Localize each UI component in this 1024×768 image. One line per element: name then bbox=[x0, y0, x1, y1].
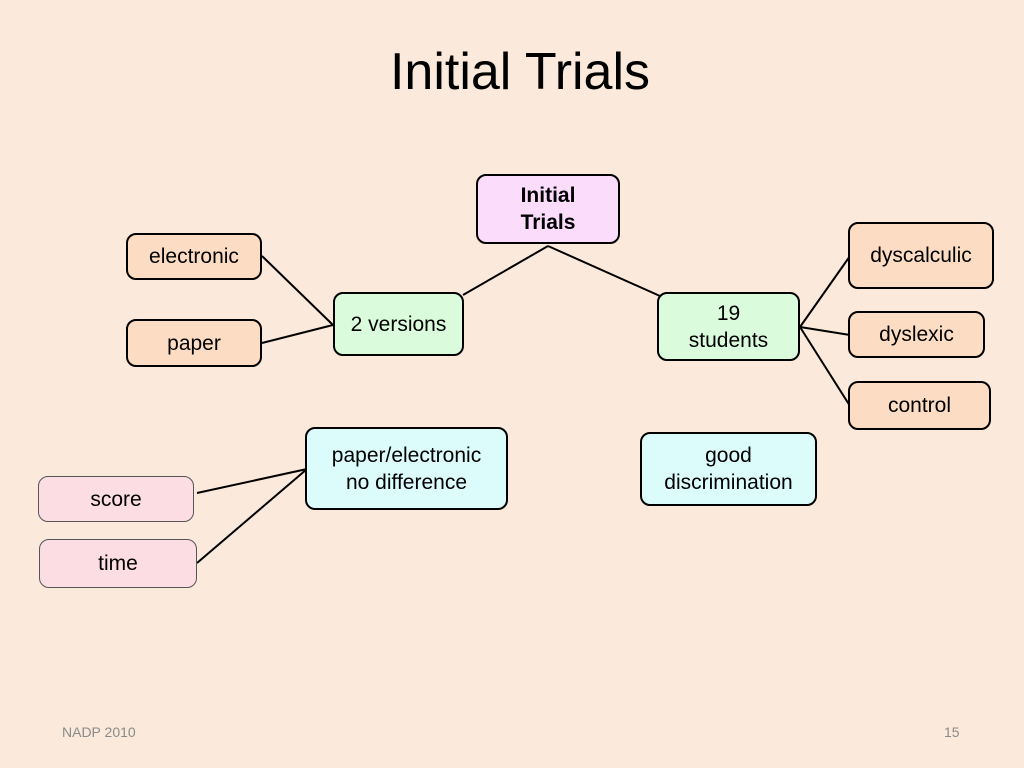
node-versions: 2 versions bbox=[333, 292, 464, 356]
slide-title: Initial Trials bbox=[389, 43, 651, 101]
page-number: 15 bbox=[944, 724, 960, 740]
connector-students-dyslexic bbox=[799, 326, 851, 336]
connector-finding-score bbox=[196, 468, 308, 494]
connector-versions-paper bbox=[261, 324, 334, 344]
node-score: score bbox=[38, 476, 194, 522]
node-students: 19 students bbox=[657, 292, 800, 361]
connector-versions-electronic bbox=[261, 255, 334, 326]
connector-students-dyscalculic bbox=[799, 255, 851, 328]
node-dyslexic: dyslexic bbox=[848, 311, 985, 358]
connector-finding-time bbox=[196, 468, 308, 564]
node-electronic: electronic bbox=[126, 233, 262, 280]
node-dyscalculic: dyscalculic bbox=[848, 222, 994, 289]
node-root: Initial Trials bbox=[476, 174, 620, 244]
node-control: control bbox=[848, 381, 991, 430]
node-paper: paper bbox=[126, 319, 262, 367]
connector-students-control bbox=[799, 326, 851, 407]
node-time: time bbox=[39, 539, 197, 588]
node-finding-students: good discrimination bbox=[640, 432, 817, 506]
connector-root-versions bbox=[462, 245, 549, 296]
node-finding-versions: paper/electronic no difference bbox=[305, 427, 508, 510]
connector-root-students bbox=[547, 245, 661, 297]
footer-text: NADP 2010 bbox=[62, 724, 136, 740]
